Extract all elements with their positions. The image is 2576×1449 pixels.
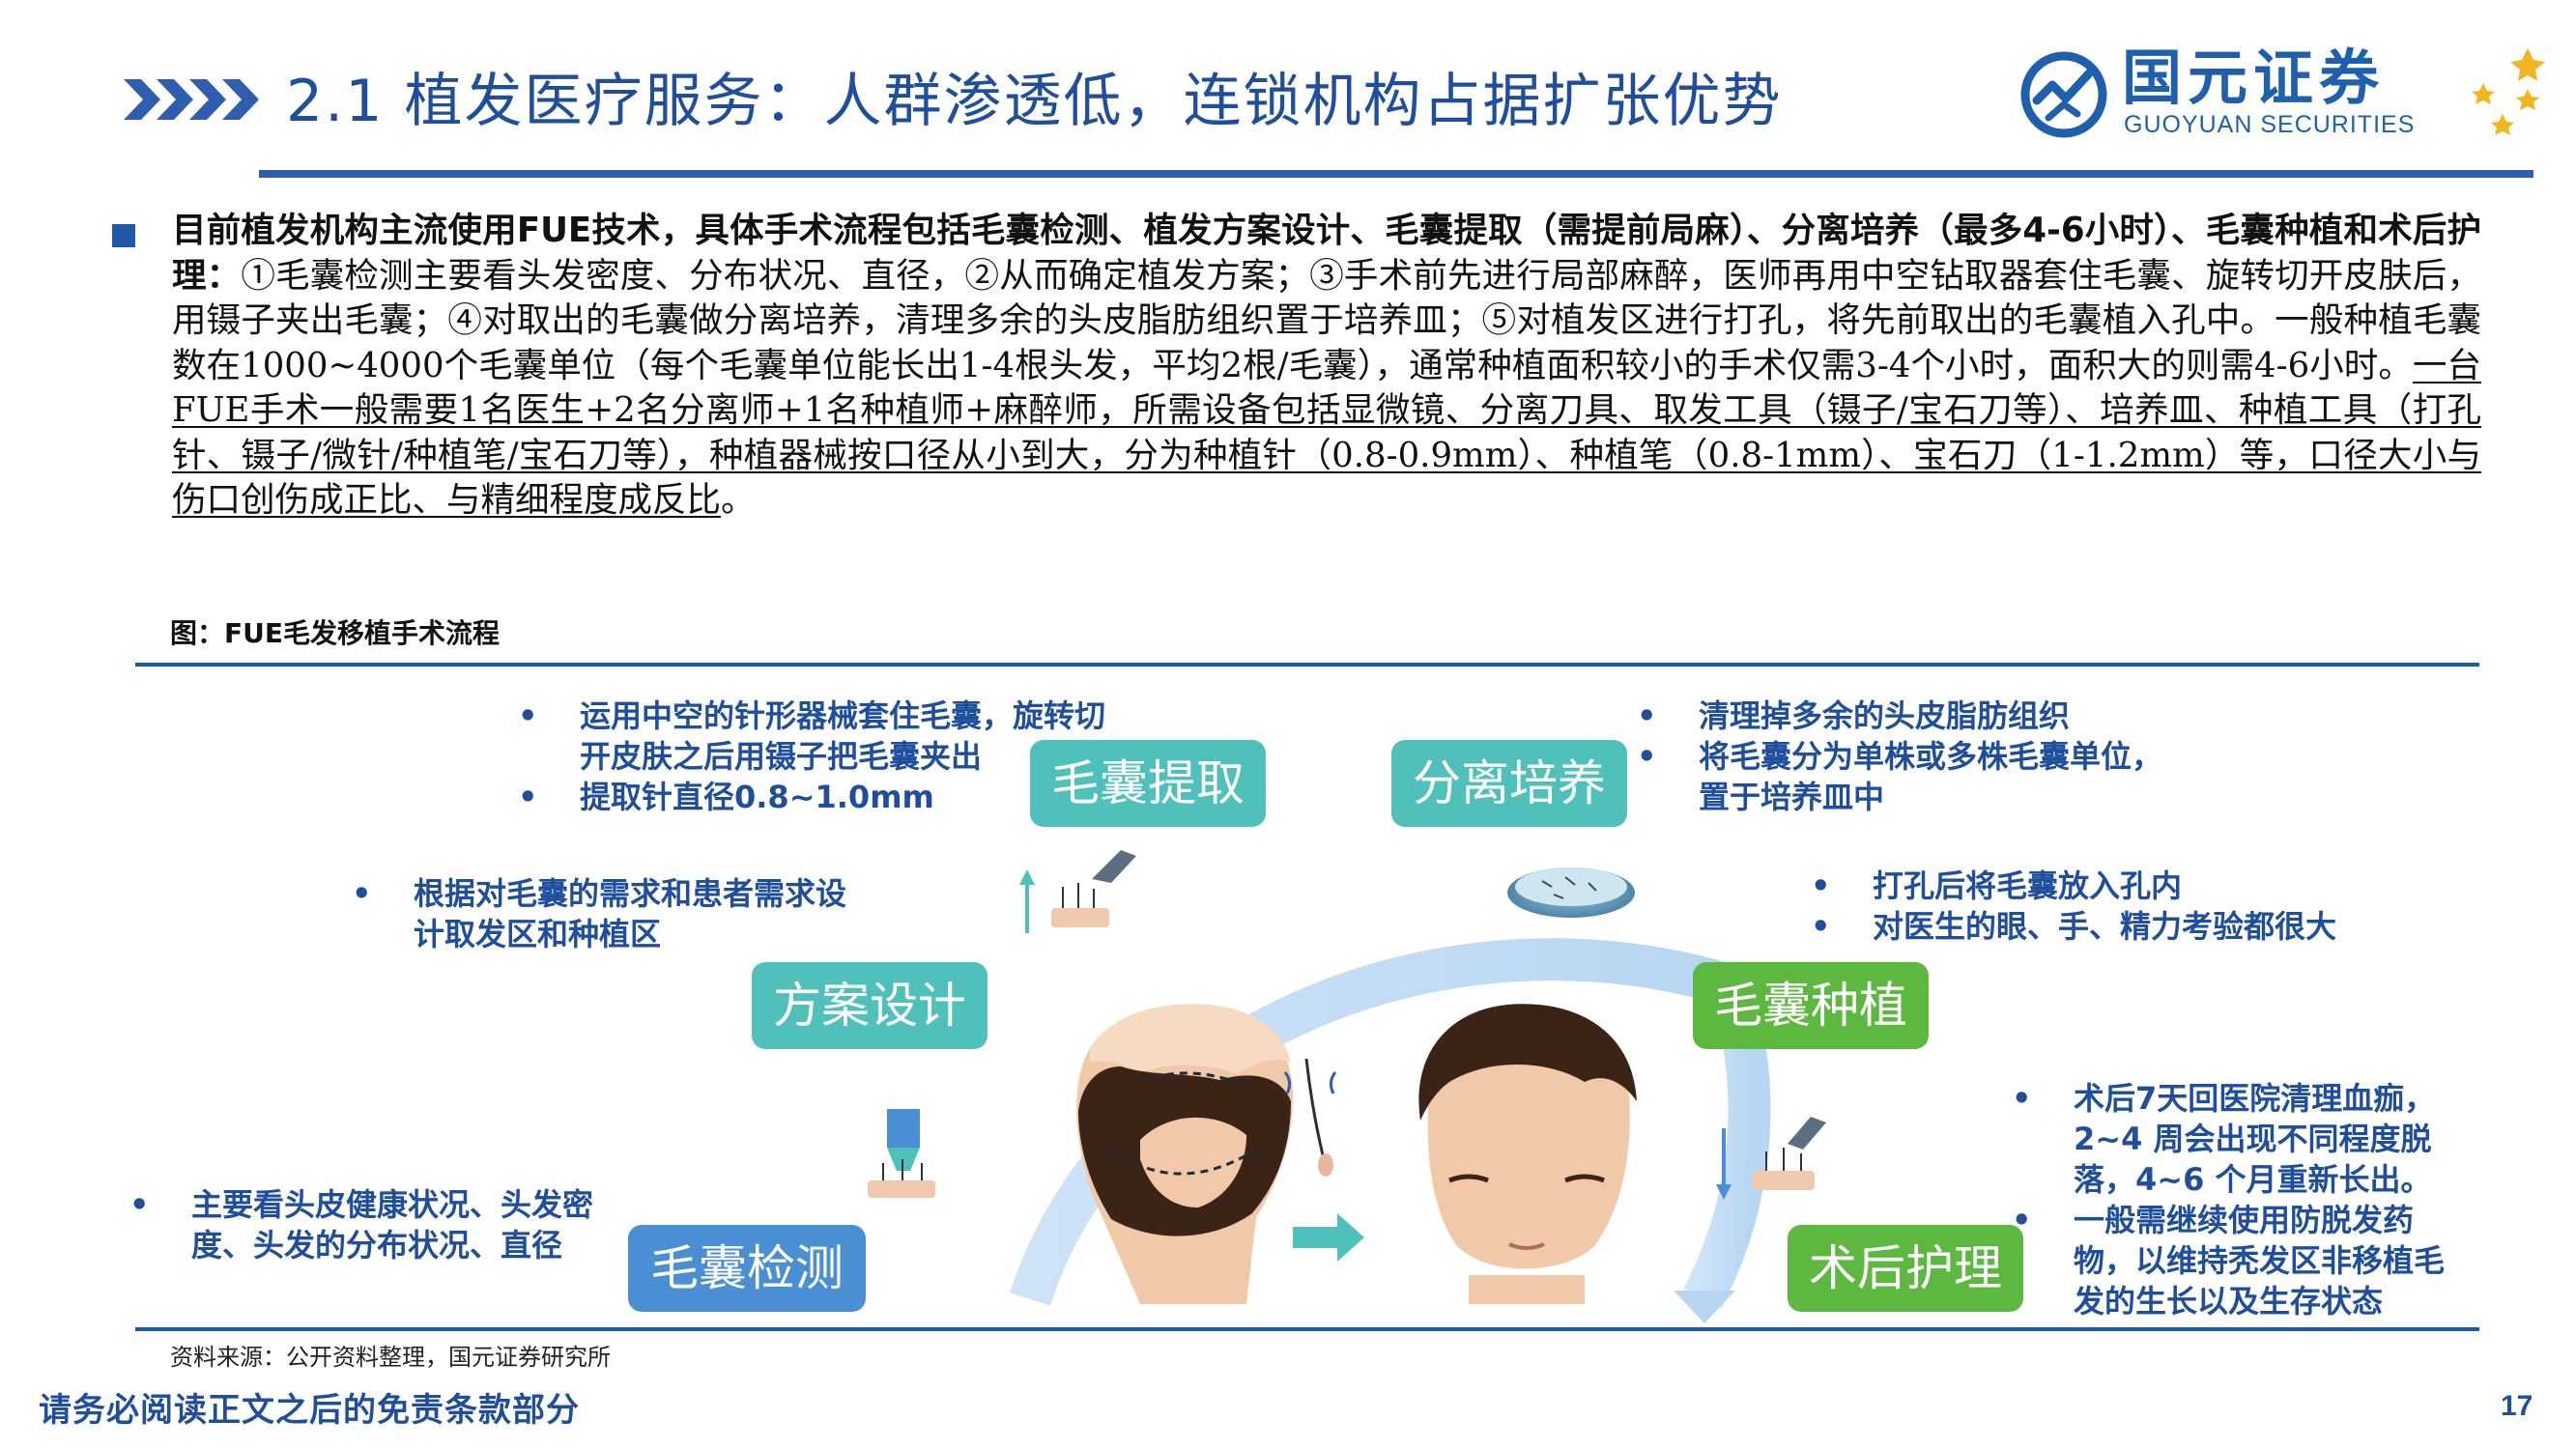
note-line: 根据对毛囊的需求和患者需求设 — [352, 873, 846, 914]
implant-tool-icon — [1716, 1117, 1826, 1200]
disclaimer-link[interactable]: 请务必阅读正文之后的免责条款部分 — [39, 1391, 580, 1430]
source-note: 资料来源：公开资料整理，国元证券研究所 — [170, 1344, 611, 1371]
notes-design: 根据对毛囊的需求和患者需求设 计取发区和种植区 — [352, 873, 846, 954]
note-line: 物，以维持秃发区非移植毛 — [2074, 1242, 2446, 1279]
note-line: 开皮肤之后用镊子把毛囊夹出 — [580, 738, 983, 775]
detection-tool-icon — [868, 1109, 935, 1198]
note-line: 一般需继续使用防脱发药 — [2012, 1200, 2445, 1240]
guoyuan-logo-icon — [2020, 51, 2107, 138]
note-line: 落，4~6 个月重新长出。 — [2074, 1161, 2432, 1198]
note-line: 2~4 周会出现不同程度脱 — [2074, 1121, 2432, 1157]
petri-dish-icon — [1507, 867, 1635, 918]
notes-implant: 打孔后将毛囊放入孔内 对医生的眼、手、精力考验都很大 — [1811, 866, 2336, 947]
notes-extraction: 运用中空的针形器械套住毛囊，旋转切 开皮肤之后用镊子把毛囊夹出 提取针直径0.8… — [518, 696, 1105, 817]
paragraph-underlined: 一台FUE手术一般需要1名医生+2名分离师+1名种植师+麻醉师，所需设备包括显微… — [172, 345, 2481, 521]
paragraph-text: ①毛囊检测主要看头发密度、分布状况、直径，②从而确定植发方案；③手术前先进行局部… — [172, 255, 2481, 385]
note-line: 提取针直径0.8~1.0mm — [518, 777, 1105, 817]
step-separation-culture: 分离培养 — [1391, 740, 1627, 827]
header-rule — [259, 170, 2533, 178]
step-follicle-implant: 毛囊种植 — [1693, 962, 1929, 1049]
page-title: 2.1 植发医疗服务：人群渗透低，连锁机构占据扩张优势 — [286, 68, 1783, 135]
note-line: 运用中空的针形器械套住毛囊，旋转切 — [518, 696, 1105, 736]
step-plan-design: 方案设计 — [752, 962, 987, 1049]
logo-wordmark-cn: 国元证券 — [2122, 43, 2386, 113]
note-line: 对医生的眼、手、精力考验都很大 — [1811, 906, 2336, 947]
transform-arrow-icon — [1293, 1213, 1364, 1262]
note-line: 置于培养皿中 — [1699, 779, 1885, 815]
extraction-tool-icon — [1019, 850, 1136, 933]
note-line: 主要看头皮健康状况、头发密 — [129, 1184, 593, 1225]
restored-head-illustration — [1418, 1004, 1637, 1304]
logo-stars-icon — [2472, 48, 2545, 135]
paragraph-bullet — [112, 224, 135, 247]
note-line: 清理掉多余的头皮脂肪组织 — [1637, 696, 2162, 736]
page-number: 17 — [2501, 1390, 2533, 1422]
note-line: 打孔后将毛囊放入孔内 — [1811, 866, 2336, 906]
note-line: 计取发区和种植区 — [414, 916, 662, 952]
paragraph-lead: 目前植发机构主流使用FUE技术，具体手术流程包括毛囊检测、植发方案设计、毛囊提取… — [172, 211, 2481, 296]
body-paragraph: 目前植发机构主流使用FUE技术，具体手术流程包括毛囊检测、植发方案设计、毛囊提取… — [172, 209, 2481, 524]
note-line: 术后7天回医院清理血痂， — [2012, 1078, 2445, 1119]
note-line: 将毛囊分为单株或多株毛囊单位， — [1637, 736, 2162, 777]
notes-detection: 主要看头皮健康状况、头发密 度、头发的分布状况、直径 — [129, 1184, 593, 1265]
note-line: 发的生长以及生存状态 — [2074, 1283, 2384, 1320]
figure-bottom-rule — [135, 1327, 2479, 1331]
figure-label: 图：FUE毛发移植手术流程 — [170, 617, 500, 649]
figure-top-rule — [135, 663, 2479, 667]
follicle-strand-icon — [1283, 1058, 1337, 1177]
header-chevrons-icon — [124, 79, 259, 120]
note-line: 度、头发的分布状况、直径 — [191, 1227, 563, 1264]
notes-aftercare: 术后7天回医院清理血痂， 2~4 周会出现不同程度脱 落，4~6 个月重新长出。… — [2012, 1078, 2445, 1321]
logo-wordmark-en: GUOYUAN SECURITIES — [2124, 111, 2416, 138]
paragraph-end: 。 — [721, 480, 756, 520]
step-follicle-detection: 毛囊检测 — [628, 1225, 866, 1312]
notes-separation: 清理掉多余的头皮脂肪组织 将毛囊分为单株或多株毛囊单位， 置于培养皿中 — [1637, 696, 2162, 817]
bald-head-illustration — [1076, 1004, 1294, 1304]
step-aftercare: 术后护理 — [1788, 1225, 2023, 1312]
